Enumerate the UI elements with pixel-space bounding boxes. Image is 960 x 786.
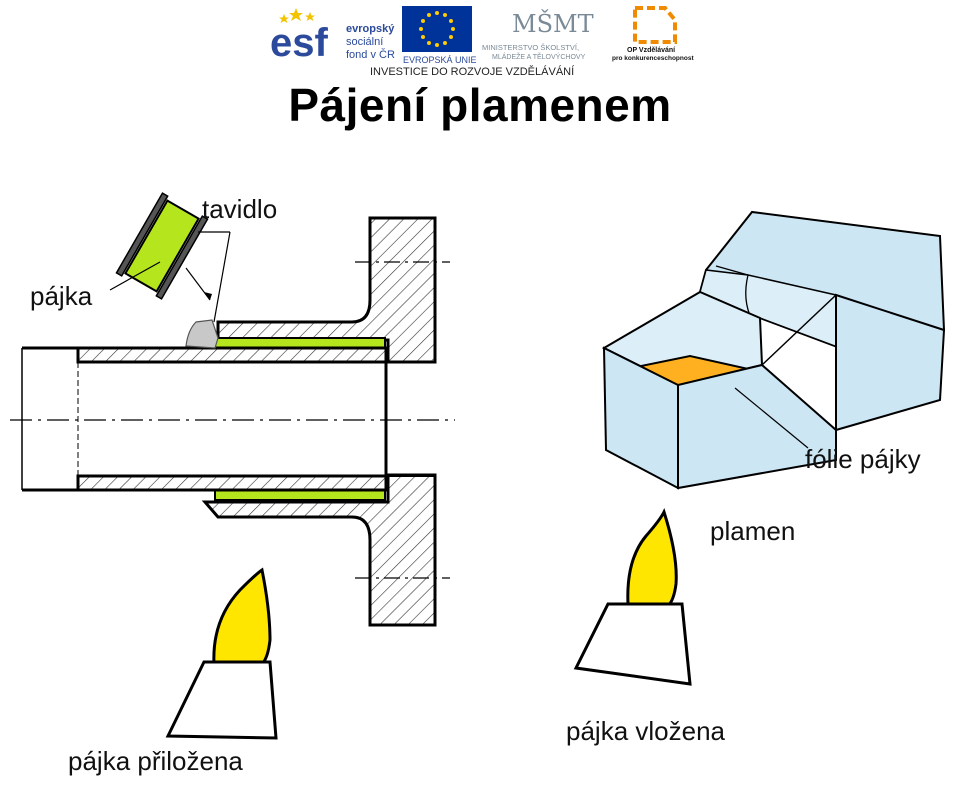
page-title: Pájení plamenem [288, 79, 672, 131]
esf-wordmark: esf [270, 21, 328, 65]
msmt-logo: MŠMT MINISTERSTVO ŠKOLSTVÍ, MLÁDEŽE A TĚ… [482, 9, 594, 61]
msmt-line-2: MLÁDEŽE A TĚLOVÝCHOVY [492, 52, 586, 61]
esf-line-3: fond v ČR [346, 48, 395, 61]
solder-stick [115, 192, 209, 300]
flame-right [573, 508, 692, 686]
esf-line-1: evropský [346, 23, 395, 35]
flange-section [10, 216, 455, 627]
pipe-wall-top [76, 346, 388, 364]
leader-tavidlo [213, 231, 231, 323]
flux-deposit [185, 319, 219, 349]
op-line-2: pro konkurenceschopnost [612, 55, 694, 62]
leader-folie [734, 387, 809, 449]
esf-stars [279, 8, 315, 23]
torch-nozzle-right [573, 602, 692, 686]
op-logo: OP Vzdělávání pro konkurenceschopnost [612, 6, 694, 62]
flange-lower [201, 473, 437, 627]
op-line-1: OP Vzdělávání [627, 47, 676, 54]
esf-logo: esf evropský sociální fond v ČR [270, 8, 395, 65]
flame-left [165, 567, 278, 740]
eu-logo: EVROPSKÁ UNIE [402, 6, 477, 65]
msmt-line-1: MINISTERSTVO ŠKOLSTVÍ, [482, 43, 579, 52]
workpiece-block [601, 210, 946, 490]
label-plamen: plamen [710, 516, 795, 546]
label-tavidlo: tavidlo [202, 194, 277, 224]
label-folie: fólie pájky [805, 444, 921, 474]
torch-nozzle-left [165, 660, 278, 740]
label-vlozena: pájka vložena [566, 716, 726, 746]
pipe-wall-bottom [76, 474, 388, 492]
logo-banner: esf evropský sociální fond v ČR EVROPSKÁ… [270, 0, 700, 80]
msmt-mark: MŠMT [512, 9, 594, 38]
label-prilozena: pájka přiložena [68, 746, 243, 776]
eu-stars [419, 11, 455, 47]
esf-line-2: sociální [346, 36, 383, 48]
label-pajka: pájka [30, 281, 93, 311]
leader-pajka [109, 261, 161, 291]
logo-strip: esf evropský sociální fond v ČR EVROPSKÁ… [270, 6, 694, 78]
banner-tagline: INVESTICE DO ROZVOJE VZDĚLÁVÁNÍ [370, 65, 575, 78]
eu-caption: EVROPSKÁ UNIE [403, 55, 477, 65]
op-emblem [633, 6, 677, 44]
